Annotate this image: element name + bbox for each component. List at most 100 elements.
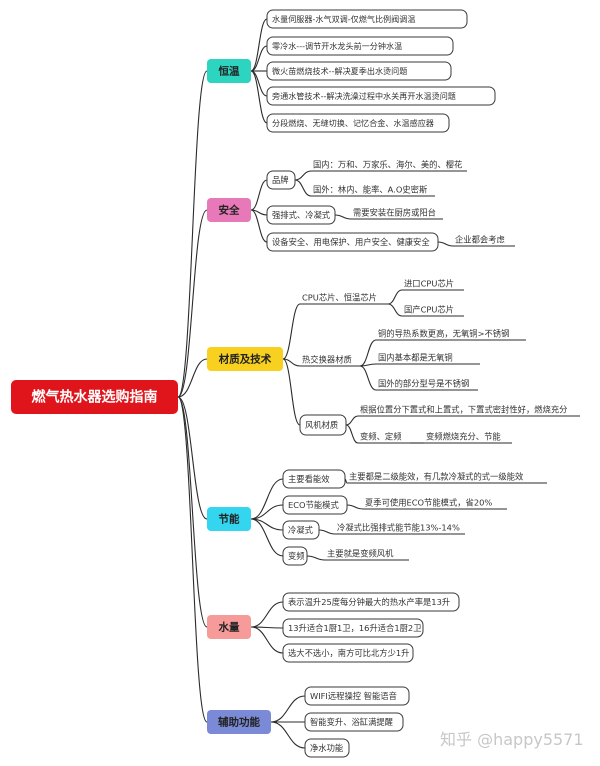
branch-node (207, 507, 251, 531)
node-box (282, 469, 346, 489)
root-label: 燃气热水器选购指南 (32, 389, 158, 406)
node-label: 品牌 (272, 175, 289, 185)
connector-line (270, 695, 306, 723)
connector-line (282, 358, 301, 426)
branch-node (207, 710, 271, 734)
node-label: 主要看能效 (288, 474, 330, 484)
connector-line (387, 303, 403, 317)
node-box (282, 520, 320, 540)
branch-node (207, 198, 251, 222)
connector-line (250, 209, 268, 243)
connector-line (318, 529, 336, 535)
connector-line (250, 70, 268, 124)
node-box (266, 232, 439, 252)
connector-line (437, 241, 454, 247)
node-label: 需要安装在厨房或阳台 (353, 208, 436, 218)
connector-line (177, 209, 208, 398)
connector-line (177, 70, 208, 398)
node-label: 根据位置分下置式和上置式，下置式密封性好，燃烧充分 (360, 405, 567, 415)
node-layer: 燃气热水器选购指南恒温安全材质及技术节能水量辅助功能水量伺服器-水气双调-仅燃气… (11, 9, 580, 758)
node-label: 国产CPU芯片 (404, 305, 454, 315)
node-label: 设备安全、用电保护、用户安全、健康安全 (272, 237, 430, 247)
node-box (282, 618, 424, 638)
watermark: 知乎 @happy5571 (440, 730, 584, 749)
node-box (266, 61, 452, 81)
node-box (282, 495, 348, 515)
node-box (266, 86, 496, 106)
node-label: 变频 (288, 551, 305, 561)
node-box (304, 738, 350, 758)
node-label: ECO节能模式 (288, 500, 339, 510)
node-box (304, 686, 410, 706)
node-label: 变频、定频 (360, 432, 402, 442)
node-label: 零冷水---调节开水龙头前一分钟水温 (272, 41, 402, 51)
node-box (282, 592, 460, 612)
node-box (266, 170, 296, 190)
node-label: 变频燃烧充分、节能 (426, 432, 501, 442)
node-label: 铜的导热系数更高，无氧铜>不锈钢 (378, 329, 509, 339)
branch-node (207, 347, 283, 371)
connector-line (250, 504, 284, 520)
connector-line (282, 358, 301, 367)
node-label: 主要都是二级能效，有几款冷凝式的式一级能效 (349, 472, 524, 482)
node-box (266, 9, 468, 29)
connector-line (306, 555, 326, 561)
connector-line (294, 170, 312, 181)
node-box (282, 546, 308, 566)
node-label: 进口CPU芯片 (404, 279, 454, 289)
connector-line (250, 18, 268, 72)
node-box (266, 113, 450, 133)
connector-line (177, 396, 208, 723)
node-label: 夏季可使用ECO节能模式，省20% (365, 498, 492, 508)
node-label: 国外的部分型号是不锈钢 (378, 379, 469, 389)
node-label: 净水功能 (310, 743, 343, 753)
node-label: 旁通水管技术--解决洗澡过程中水关再开水温烫问题 (272, 91, 456, 101)
connector-line (387, 289, 403, 305)
branch-label: 安全 (219, 204, 240, 217)
branch-label: 节能 (219, 513, 240, 526)
node-label: 水量伺服器-水气双调-仅燃气比例阀调温 (272, 14, 415, 24)
connector-line (177, 358, 208, 398)
connector-line (250, 601, 284, 628)
root-box (11, 380, 178, 414)
node-label: 主要就是变频风机 (327, 549, 394, 559)
connector-line (177, 396, 208, 520)
branch-node (207, 615, 251, 639)
node-label: 智能变升、浴缸满提醒 (310, 717, 393, 727)
node-label: 13升适合1厨1卫，16升适合1厨2卫 (288, 623, 422, 633)
connector-line (250, 70, 268, 97)
connector-line (359, 339, 377, 367)
connector-line (359, 365, 377, 391)
node-label: 国外：林内、能率、A.O史密斯 (313, 185, 427, 195)
connector-line (177, 396, 208, 628)
node-label: 冷凝式比强排式能节能13%-14% (337, 523, 460, 533)
node-label: 冷凝式 (288, 525, 314, 535)
node-label: 微火苗燃烧技术--解决夏季出水烫问题 (272, 66, 407, 76)
connector-line (250, 518, 284, 557)
node-label: 分段燃烧、无缝切换、记忆合金、水温感应器 (272, 118, 434, 128)
branch-label: 水量 (218, 621, 240, 634)
node-label: 国内：万和、万家乐、海尔、美的、樱花 (313, 160, 462, 170)
connector-line (250, 626, 284, 654)
node-label: 表示温升25度每分钟最大的热水产率是13升 (288, 597, 450, 607)
connector-line (346, 504, 364, 510)
connector-line (294, 179, 312, 197)
connector-layer (177, 18, 454, 749)
node-box (282, 643, 414, 663)
branch-node (207, 59, 251, 83)
node-box (299, 414, 347, 436)
connector-line (282, 303, 301, 360)
branch-label: 辅助功能 (218, 716, 260, 729)
node-label: CPU芯片、恒温芯片 (302, 293, 377, 303)
node-label: 国内基本都是无氧铜 (378, 353, 453, 363)
connector-line (270, 721, 306, 749)
connector-line (334, 214, 352, 220)
connector-line (345, 424, 359, 444)
node-label: 企业都会考虑 (455, 235, 505, 245)
node-box (266, 205, 336, 225)
root-node: 燃气热水器选购指南 (11, 380, 178, 414)
connector-line (345, 415, 359, 426)
connector-line (250, 45, 268, 72)
node-label: 风机材质 (305, 420, 338, 430)
